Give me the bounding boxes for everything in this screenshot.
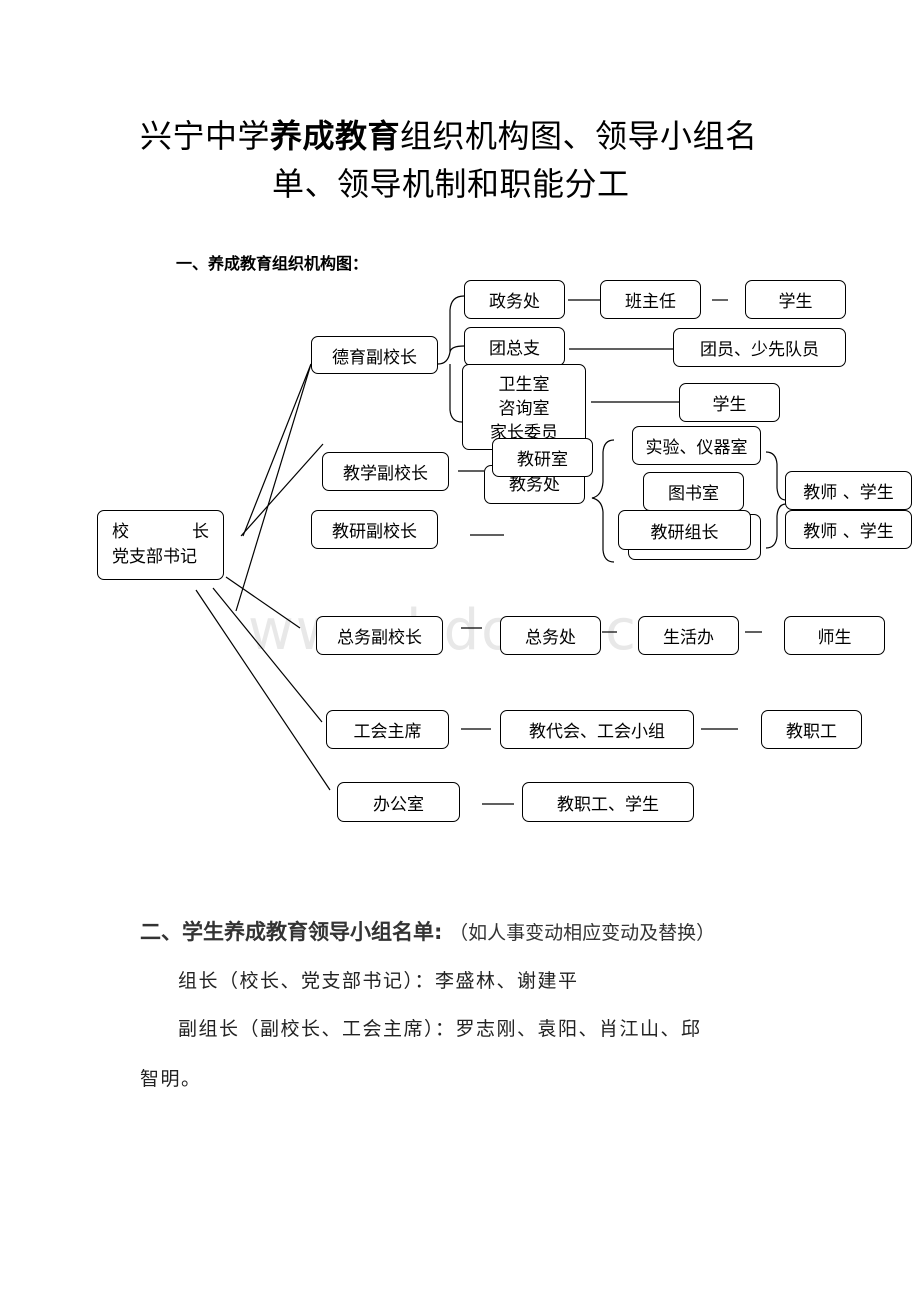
zongwuchu-box: 总务处 — [500, 616, 601, 655]
office-box: 办公室 — [337, 782, 460, 822]
health-room-label: 卫生室 — [498, 375, 550, 395]
deputy-line-1: 副组长（副校长、工会主席）：罗志刚、袁阳、肖江山、邱 — [178, 1018, 702, 1040]
leader-line: 组长（校长、党支部书记）：李盛林、谢建平 — [178, 970, 579, 992]
deputy-line-2: 智明。 — [140, 1068, 202, 1090]
jiaoyanshi-box: 教研室 — [492, 438, 593, 477]
staff-students-box: 教职工、学生 — [522, 782, 694, 822]
counsel-room-label: 咨询室 — [498, 399, 550, 419]
zongwu-vp-box: 总务副校长 — [316, 616, 443, 655]
title-suffix: 组织机构图、领导小组名 — [400, 117, 758, 155]
principal-label-b: 长 — [192, 522, 209, 542]
principal-label-a: 校 — [112, 522, 129, 542]
jiaoyanzu-box: 教研组长 — [618, 510, 751, 550]
party-secretary-label: 党支部书记 — [112, 547, 197, 567]
staff-congress-box: 教代会、工会小组 — [500, 710, 694, 749]
teacher-student-box-1: 教师 、学生 — [785, 471, 912, 510]
banzhuren-box: 班主任 — [600, 280, 701, 319]
library-box: 图书室 — [643, 472, 744, 511]
lab-equipment-box: 实验、仪器室 — [632, 426, 761, 465]
title-bold-phrase: 养成教育 — [270, 117, 401, 155]
teacher-student-box-2: 教师 、学生 — [785, 510, 912, 549]
section-2-note: （如人事变动相应变动及替换） — [449, 922, 716, 944]
title-prefix: 兴宁中学 — [140, 117, 271, 155]
section-2-heading-line: 二、学生养成教育领导小组名单: （如人事变动相应变动及替换） — [140, 916, 715, 946]
league-members-box: 团员、少先队员 — [673, 328, 846, 367]
student-box-1: 学生 — [745, 280, 846, 319]
jiaoyan-vp-box: 教研副校长 — [311, 510, 438, 549]
tuanzongzhi-box: 团总支 — [464, 327, 565, 366]
section-1-heading: 一、养成教育组织机构图： — [176, 254, 369, 273]
shenghuo-box: 生活办 — [638, 616, 739, 655]
page-title-line-2: 单、领导机制和职能分工 — [272, 165, 630, 203]
teachers-students-box: 师生 — [784, 616, 885, 655]
jiaoxue-vp-box: 教学副校长 — [322, 452, 449, 491]
staff-box-1: 教职工 — [761, 710, 862, 749]
section-2-colon: : — [434, 920, 443, 944]
principal-box: 校 长 党支部书记 — [97, 510, 224, 580]
section-2-heading: 二、学生养成教育领导小组名单 — [140, 920, 434, 944]
student-box-2: 学生 — [679, 383, 780, 422]
jiaowu-label: 教务处 — [509, 475, 560, 495]
zhengwu-box: 政务处 — [464, 280, 565, 319]
union-chair-box: 工会主席 — [326, 710, 449, 749]
page-title-line-1: 兴宁中学养成教育组织机构图、领导小组名 — [140, 116, 758, 156]
deyu-vp-box: 德育副校长 — [311, 336, 438, 374]
